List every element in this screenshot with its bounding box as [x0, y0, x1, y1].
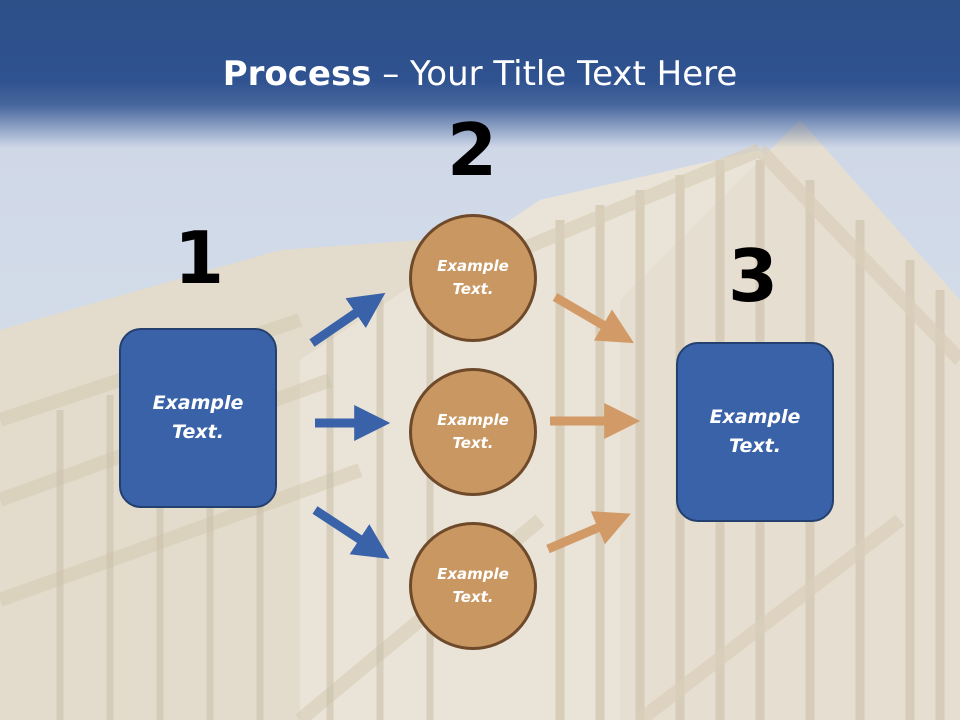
circle-2-label: Example Text.	[437, 411, 509, 452]
step-number-2: 2	[446, 108, 498, 192]
arrow-2c-to-3	[546, 511, 631, 554]
arrow-2a-to-3	[552, 293, 634, 344]
step-2-circle-3[interactable]: Example Text.	[409, 522, 537, 650]
step-number-1: 1	[173, 216, 225, 300]
circle-1-label: Example Text.	[437, 257, 509, 298]
step-1-label: Example Text.	[152, 392, 244, 443]
title-bold: Process	[222, 54, 372, 94]
title-bar	[0, 0, 960, 148]
circle-3-label: Example Text.	[437, 565, 509, 606]
title-rest: – Your Title Text Here	[371, 54, 738, 94]
step-2-circle-2[interactable]: Example Text.	[409, 368, 537, 496]
step-number-3: 3	[727, 234, 779, 318]
slide-title: Process – Your Title Text Here	[0, 54, 960, 94]
step-3-box[interactable]: Example Text.	[676, 342, 834, 522]
step-3-label: Example Text.	[709, 406, 801, 457]
arrow-1-to-2c	[312, 506, 390, 559]
arrow-1-to-2a	[309, 292, 386, 347]
step-2-circle-1[interactable]: Example Text.	[409, 214, 537, 342]
step-1-box[interactable]: Example Text.	[119, 328, 277, 508]
